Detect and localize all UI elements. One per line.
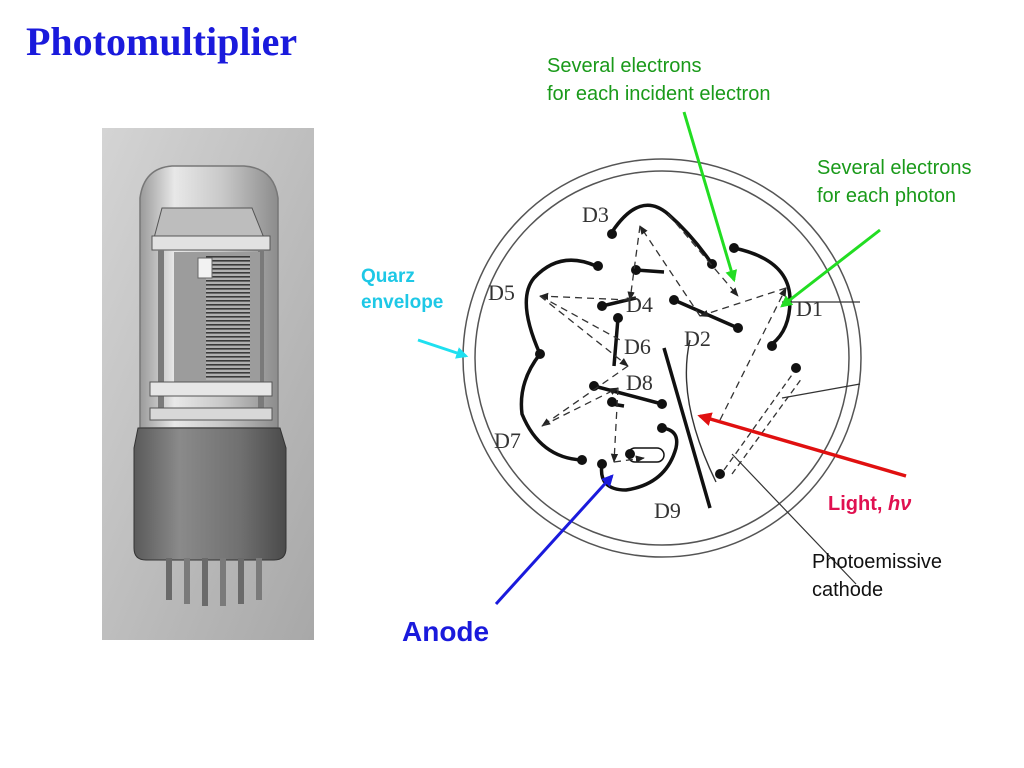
quarz-envelope-arrow — [417, 338, 469, 359]
incident-electron-arrow — [682, 111, 738, 283]
light-symbol: hν — [888, 493, 912, 515]
dynode-label-d3: D3 — [582, 202, 609, 227]
envelope-inner — [474, 170, 850, 546]
dynode-label-d5: D5 — [488, 280, 515, 305]
electron-paths — [539, 213, 787, 463]
anode-pin — [627, 447, 665, 463]
slide-title: Photomultiplier — [26, 19, 298, 64]
electrode-pins — [535, 229, 801, 479]
photomultiplier-photo — [102, 128, 314, 640]
anode-arrow — [494, 474, 614, 606]
photoemissive-cathode — [685, 339, 717, 483]
light-arrow — [697, 412, 907, 478]
cathode-leads — [723, 371, 803, 475]
light-label: Light, hν — [828, 493, 912, 515]
external-leads — [731, 301, 861, 585]
dynode-label-d6: D6 — [624, 334, 651, 359]
dynode-label-d4: D4 — [626, 292, 653, 317]
photon-electron-arrow — [780, 228, 881, 308]
dynode-label-d8: D8 — [626, 370, 653, 395]
dynode-label-d1: D1 — [796, 296, 823, 321]
dynode-label-d9: D9 — [654, 498, 681, 523]
dynode-label-d7: D7 — [494, 428, 521, 453]
anode-label: Anode — [402, 616, 490, 647]
dynode-label-d2: D2 — [684, 326, 711, 351]
